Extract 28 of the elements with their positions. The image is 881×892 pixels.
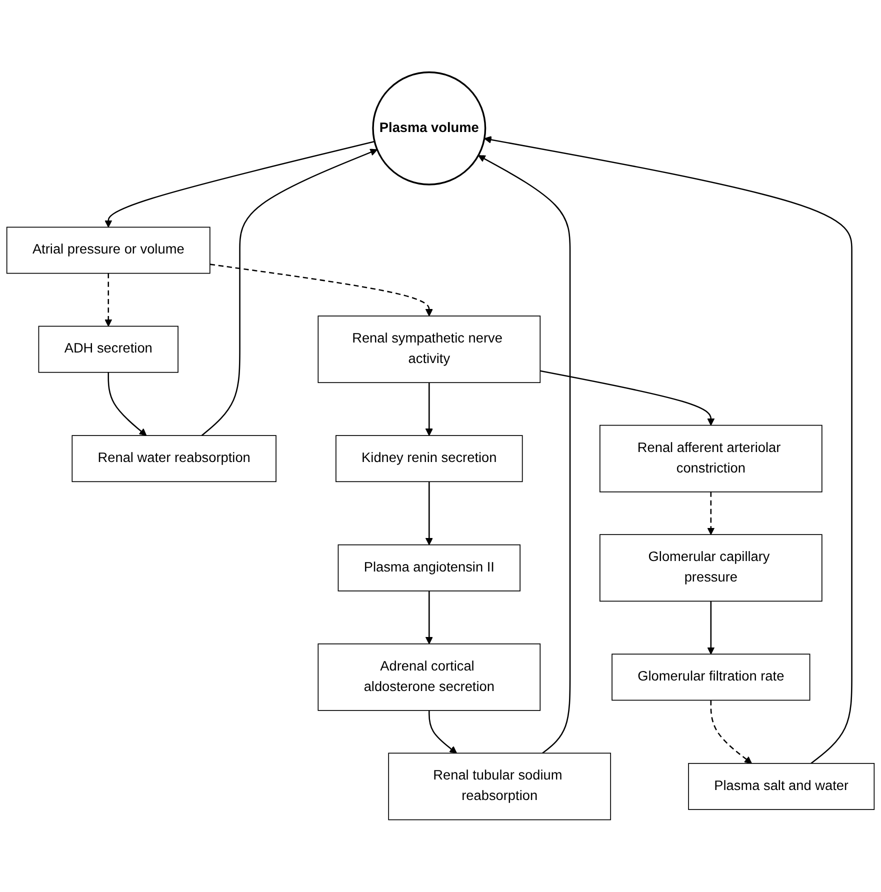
- arrow: [707, 492, 715, 535]
- node-box: Renal sympathetic nerve activity: [318, 316, 541, 384]
- node-box: Glomerular capillary pressure: [599, 534, 822, 602]
- arrow: [210, 264, 433, 316]
- arrow: [104, 273, 112, 327]
- node-box: Renal tubular sodium reabsorption: [388, 752, 612, 820]
- arrow: [710, 700, 752, 764]
- arrow: [707, 601, 715, 654]
- arrow: [425, 482, 433, 546]
- arrow: [484, 136, 852, 764]
- arrow: [428, 710, 457, 754]
- node-box: Glomerular filtration rate: [612, 654, 810, 701]
- node-box: Kidney renin secretion: [336, 435, 523, 482]
- node-box: Renal afferent arteriolar constriction: [599, 424, 822, 492]
- arrow: [425, 382, 433, 436]
- node-box: Adrenal cortical aldosterone secretion: [318, 643, 541, 711]
- node-box: Plasma salt and water: [688, 762, 875, 810]
- node-box: Renal water reabsorption: [72, 435, 276, 482]
- arrow: [478, 155, 571, 754]
- arrow: [540, 370, 715, 426]
- node-box: Atrial pressure or volume: [6, 226, 210, 274]
- arrow: [201, 148, 378, 436]
- node-box: Plasma angiotensin II: [338, 544, 520, 592]
- arrow: [104, 140, 375, 228]
- arrow: [425, 590, 433, 644]
- arrow: [108, 372, 147, 436]
- node-box: ADH secretion: [38, 326, 178, 373]
- node-circle: Plasma volume: [372, 71, 486, 186]
